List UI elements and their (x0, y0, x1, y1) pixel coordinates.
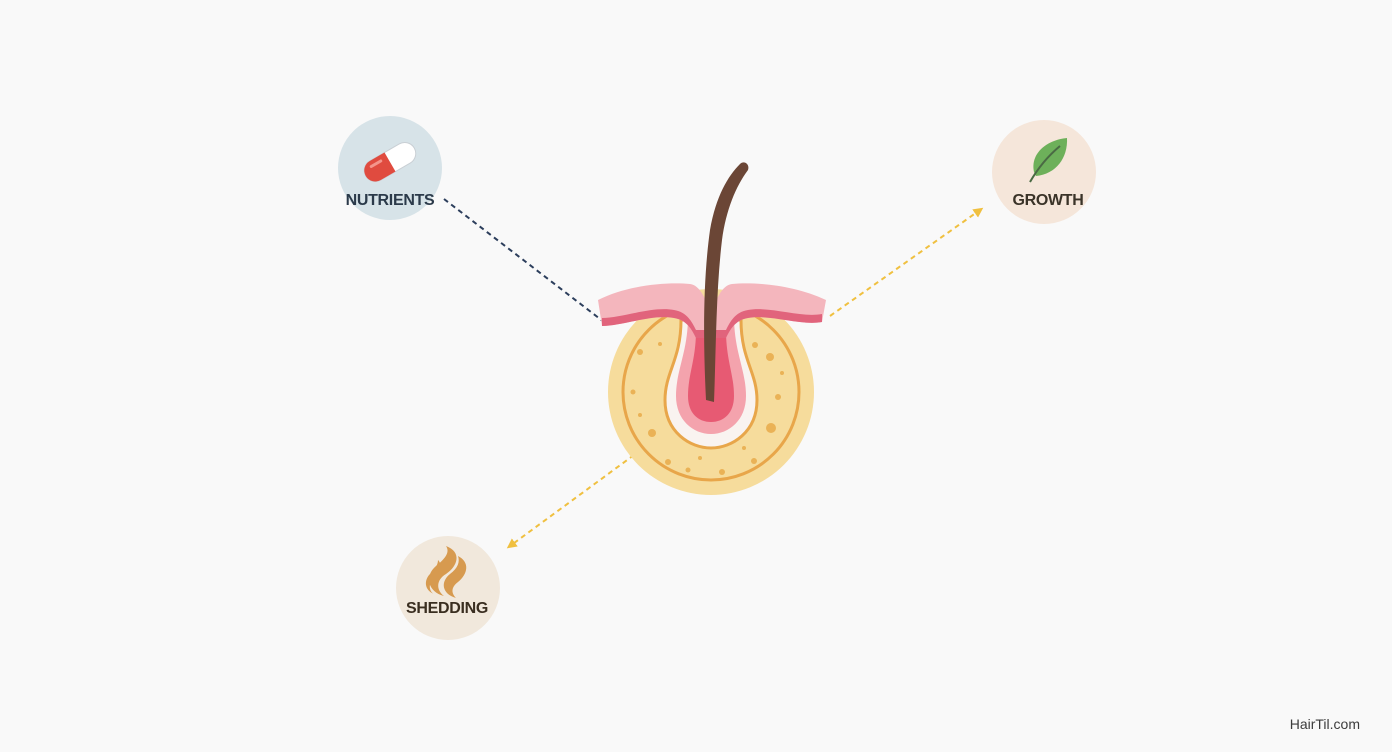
growth-label: GROWTH (1012, 192, 1083, 209)
growth-arrow (829, 207, 984, 317)
hair-strands-icon (425, 546, 467, 598)
leaf-icon (1029, 138, 1068, 183)
capsule-icon (363, 142, 417, 182)
shedding-label: SHEDDING (406, 600, 488, 617)
growth-node: GROWTH (992, 120, 1096, 224)
shedding-node: SHEDDING (396, 536, 500, 640)
watermark-text: HairTil.com (1289, 716, 1360, 732)
nutrients-node: NUTRIENTS (338, 116, 442, 220)
nutrients-label: NUTRIENTS (346, 192, 435, 209)
nutrients-connector-line (443, 198, 605, 323)
hair-follicle-icon (598, 162, 826, 495)
shedding-arrow (506, 454, 635, 549)
